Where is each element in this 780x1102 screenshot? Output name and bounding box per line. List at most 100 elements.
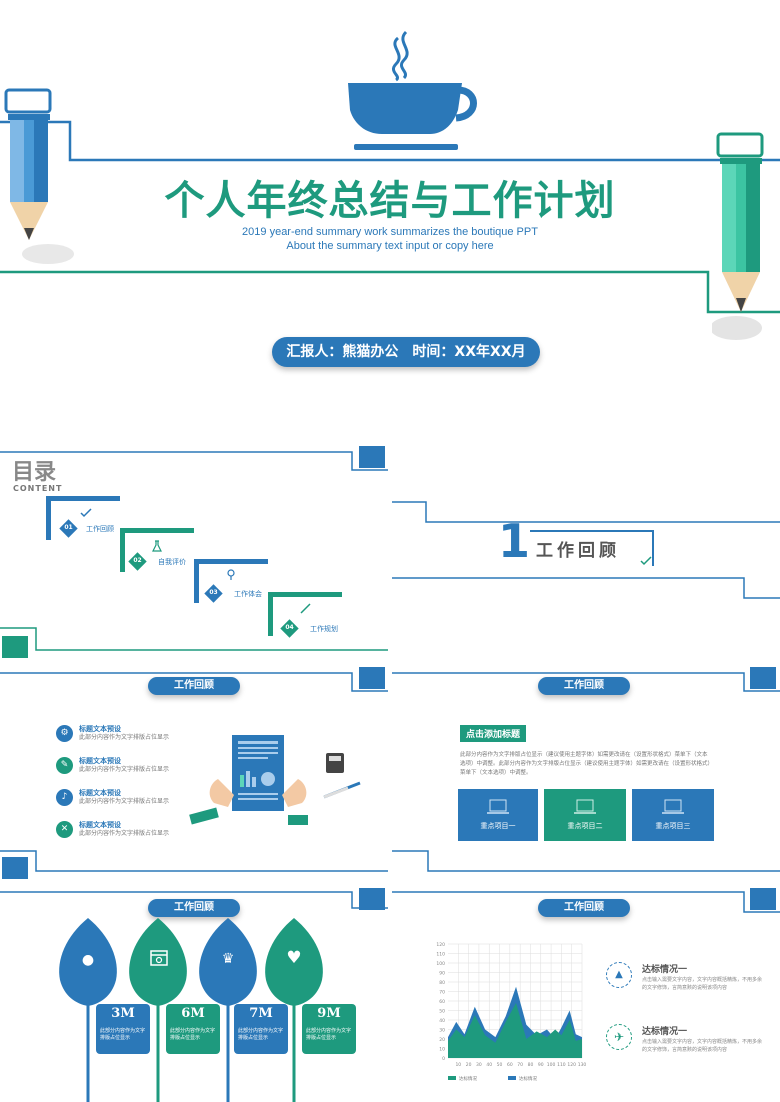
reporter-badge: 汇报人：熊猫办公 时间：XX年XX月 [272,337,540,367]
toc-subtitle: CONTENT [13,484,63,493]
y-tick-label: 50 [439,1009,445,1015]
cover-title: 个人年终总结与工作计划 [164,177,616,224]
area-series-1 [448,1002,582,1058]
slide3-header: 工作回顾 [148,677,240,695]
list-item: ⚙ 标题文本预设 此部分内容作为文字排版占位显示 [56,723,196,745]
x-tick-label: 80 [528,1062,534,1068]
toc-item-label: 自我评价 [158,558,186,566]
x-tick-label: 130 [578,1062,587,1068]
leaf-card: 9M 此部分内容作为文字排版占位显示 [302,1004,356,1054]
trophy-icon: ♛ [221,951,235,967]
corner-square [359,446,385,468]
status-item: ▲ 达标情况一 点击输入需要文字内容，文字内容概括精炼，不用多余的文字修饰，言简… [604,958,774,1008]
slide4-paragraph: 此部分内容作为文字排版占位显示（建议使用主题字体）如需更改请在（设置形状格式）菜… [460,752,711,776]
corner-square [750,888,776,910]
x-tick-label: 110 [557,1062,566,1068]
item-title: 标题文本预设 [79,821,121,829]
toc-title: 目录 [12,460,57,485]
list-item: ♪ 标题文本预设 此部分内容作为文字排版占位显示 [56,787,196,809]
y-tick-label: 60 [439,999,445,1005]
list-item: ✕ 标题文本预设 此部分内容作为文字排版占位显示 [56,819,196,841]
item-title: 标题文本预设 [79,789,121,797]
project-label: 重点项目一 [480,822,516,830]
report-illustration [189,735,361,825]
cover-subtitle-1: 2019 year-end summary work summarizes th… [242,226,538,238]
slide4-header: 工作回顾 [538,677,630,695]
leaf-desc: 此部分内容作为文字排版占位显示 [238,1028,284,1041]
leaf-shape [199,918,257,1102]
flask-icon [152,540,162,552]
x-tick-label: 90 [538,1062,544,1068]
y-tick-label: 10 [439,1047,445,1053]
y-tick-label: 110 [436,952,445,958]
toc-item-label: 工作规划 [310,625,338,633]
status-title: 达标情况一 [642,965,688,975]
project-box[interactable]: 重点项目三 [632,789,714,841]
status-desc: 点击输入需要文字内容，文字内容概括精炼，不用多余的文字修饰，言简意赅的说明该项内… [642,977,763,991]
x-tick-label: 60 [507,1062,513,1068]
check-icon [80,508,92,518]
cover-subtitle-2: About the summary text input or copy her… [286,240,494,252]
x-tick-label: 40 [486,1062,492,1068]
item-desc: 此部分内容作为文字排版占位显示 [79,734,170,741]
x-tick-label: 30 [476,1062,482,1068]
leaf-value: 7M [249,1006,273,1021]
item-desc: 此部分内容作为文字排版占位显示 [79,798,170,805]
project-box[interactable]: 重点项目二 [544,789,626,841]
laptop-icon [662,799,684,814]
heart-icon: ♥ [286,948,302,968]
slide4-frame-lines [392,672,780,872]
slide4-tag[interactable]: 点击添加标题 [460,725,527,742]
gear-icon: ⚙ [56,725,73,742]
project-label: 重点项目二 [567,822,603,830]
status-item: ✈ 达标情况一 点击输入需要文字内容，文字内容概括精炼，不用多余的文字修饰，言简… [604,1020,774,1070]
section-frame-lines [392,501,780,599]
x-tick-label: 70 [517,1062,523,1068]
leaf-desc: 此部分内容作为文字排版占位显示 [100,1028,146,1041]
toc-item-4[interactable]: 04 工作规划 [268,592,348,640]
toc-item-number: 02 [133,557,142,564]
slide6-frame-lines [392,891,780,913]
slide5-header: 工作回顾 [148,899,240,917]
legend-swatch [508,1076,516,1080]
wrench-icon: ✎ [56,757,73,774]
green-pencil-icon [712,132,764,340]
status-title: 达标情况一 [642,1027,688,1037]
toc-item-label: 工作体会 [234,590,262,598]
y-tick-label: 80 [439,980,445,986]
leaf-shape [265,918,323,1102]
y-tick-label: 40 [439,1018,445,1024]
leaf-value: 6M [181,1006,205,1021]
corner-square [359,888,385,910]
corner-square [2,857,28,879]
plane-icon: ✈ [606,1024,632,1050]
toc-item-3[interactable]: 03 工作体会 [194,559,274,607]
cover-slide: 个人年终总结与工作计划 2019 year-end summary work s… [0,0,780,420]
toc-item-number: 04 [285,624,294,631]
y-tick-label: 90 [439,971,445,977]
toc-item-1[interactable]: 01 工作回顾 [46,496,126,544]
corner-square [2,636,28,658]
project-label: 重点项目三 [655,822,691,830]
pen-icon [300,603,311,614]
coffee-cup-icon [348,30,477,150]
item-title: 标题文本预设 [79,725,121,733]
legend-swatch [448,1076,456,1080]
item-desc: 此部分内容作为文字排版占位显示 [79,766,170,773]
toc-item-label: 工作回顾 [86,525,114,533]
toc-item-2[interactable]: 02 自我评价 [120,528,200,576]
browser-icon [150,950,168,966]
drop-icon: ● [81,952,95,968]
blue-pencil-icon [4,88,74,264]
legend-label: 达标情况 [519,1075,537,1082]
y-tick-label: 100 [436,961,445,967]
toc-slide: 目录 CONTENT 01 工作回顾 02 自我评价 03 工作体会 04 工作… [0,440,388,660]
corner-square [750,667,776,689]
project-box[interactable]: 重点项目一 [458,789,538,841]
x-tick-label: 50 [497,1062,503,1068]
legend-label: 达标情况 [459,1075,477,1082]
leaf-value: 9M [317,1006,341,1021]
toc-frame-lines [0,451,388,651]
bell-icon: ♪ [56,789,73,806]
